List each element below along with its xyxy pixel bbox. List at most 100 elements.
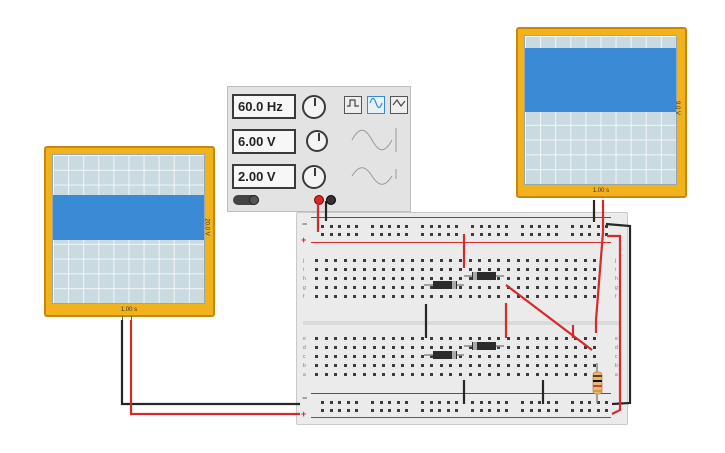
breadboard-hole[interactable] (468, 337, 472, 340)
breadboard-hole[interactable] (329, 409, 333, 412)
breadboard-hole[interactable] (382, 259, 386, 262)
breadboard-hole[interactable] (571, 409, 574, 412)
breadboard-hole[interactable] (363, 295, 366, 298)
breadboard-hole[interactable] (455, 225, 459, 228)
breadboard-hole[interactable] (593, 337, 597, 340)
breadboard-hole[interactable] (363, 346, 366, 349)
breadboard-hole[interactable] (372, 373, 376, 376)
breadboard-hole[interactable] (334, 346, 338, 349)
breadboard-hole[interactable] (388, 401, 392, 404)
breadboard-hole[interactable] (411, 295, 414, 298)
breadboard-hole[interactable] (421, 409, 424, 412)
breadboard-hole[interactable] (391, 355, 395, 358)
breadboard-hole[interactable] (516, 259, 520, 262)
breadboard-hole[interactable] (516, 295, 520, 298)
breadboard-hole[interactable] (546, 401, 550, 404)
breadboard-hole[interactable] (455, 401, 459, 404)
breadboard-hole[interactable] (555, 268, 558, 271)
breadboard-hole[interactable] (468, 259, 472, 262)
breadboard-hole[interactable] (388, 409, 392, 412)
breadboard-hole[interactable] (479, 225, 483, 228)
breadboard-hole[interactable] (605, 225, 609, 228)
breadboard-hole[interactable] (379, 409, 383, 412)
breadboard-hole[interactable] (363, 286, 366, 289)
breadboard-hole[interactable] (496, 401, 500, 404)
breadboard-hole[interactable] (459, 295, 462, 298)
breadboard-hole[interactable] (338, 225, 342, 228)
breadboard-hole[interactable] (571, 225, 574, 228)
breadboard-hole[interactable] (372, 364, 376, 367)
breadboard-hole[interactable] (479, 409, 483, 412)
breadboard-hole[interactable] (545, 295, 549, 298)
breadboard-hole[interactable] (583, 277, 587, 280)
breadboard-hole[interactable] (471, 401, 474, 404)
breadboard-hole[interactable] (555, 346, 558, 349)
breadboard-hole[interactable] (535, 355, 539, 358)
breadboard-hole[interactable] (526, 373, 530, 376)
breadboard-hole[interactable] (343, 277, 347, 280)
breadboard-hole[interactable] (478, 286, 482, 289)
breadboard-hole[interactable] (564, 337, 568, 340)
breadboard-hole[interactable] (459, 346, 462, 349)
breadboard-hole[interactable] (507, 268, 510, 271)
breadboard-hole[interactable] (321, 401, 324, 404)
breadboard-hole[interactable] (446, 401, 450, 404)
frequency-knob[interactable] (302, 95, 326, 119)
breadboard-hole[interactable] (421, 233, 424, 236)
breadboard-hole[interactable] (555, 401, 559, 404)
breadboard-hole[interactable] (401, 337, 405, 340)
breadboard-hole[interactable] (546, 233, 550, 236)
breadboard-hole[interactable] (363, 337, 366, 340)
breadboard-hole[interactable] (588, 225, 592, 228)
breadboard-hole[interactable] (516, 268, 520, 271)
breadboard-hole[interactable] (315, 259, 318, 262)
breadboard-hole[interactable] (529, 401, 533, 404)
breadboard-hole[interactable] (321, 233, 324, 236)
breadboard-hole[interactable] (488, 401, 492, 404)
breadboard-hole[interactable] (449, 259, 453, 262)
breadboard-hole[interactable] (593, 259, 597, 262)
breadboard-hole[interactable] (555, 295, 558, 298)
breadboard-hole[interactable] (334, 268, 338, 271)
breadboard-hole[interactable] (574, 268, 578, 271)
breadboard-hole[interactable] (372, 295, 376, 298)
breadboard-hole[interactable] (343, 355, 347, 358)
breadboard-hole[interactable] (429, 409, 433, 412)
breadboard-hole[interactable] (438, 409, 442, 412)
breadboard-hole[interactable] (487, 364, 491, 367)
breadboard-hole[interactable] (596, 409, 600, 412)
breadboard-hole[interactable] (478, 268, 482, 271)
power-switch[interactable] (233, 195, 259, 205)
breadboard-hole[interactable] (430, 373, 434, 376)
breadboard-hole[interactable] (545, 277, 549, 280)
breadboard-hole[interactable] (526, 268, 530, 271)
breadboard-hole[interactable] (546, 409, 550, 412)
breadboard-hole[interactable] (526, 277, 530, 280)
breadboard-hole[interactable] (438, 401, 442, 404)
breadboard-hole[interactable] (439, 277, 443, 280)
breadboard-hole[interactable] (545, 346, 549, 349)
breadboard-hole[interactable] (593, 268, 597, 271)
sine-wave-button[interactable] (367, 96, 385, 114)
breadboard-hole[interactable] (545, 337, 549, 340)
breadboard-hole[interactable] (535, 364, 539, 367)
breadboard-hole[interactable] (363, 277, 366, 280)
breadboard-hole[interactable] (535, 337, 539, 340)
triangle-wave-button[interactable] (390, 96, 408, 114)
breadboard-hole[interactable] (421, 225, 424, 228)
breadboard-hole[interactable] (507, 373, 510, 376)
breadboard-hole[interactable] (579, 233, 583, 236)
breadboard-hole[interactable] (343, 295, 347, 298)
breadboard-hole[interactable] (478, 259, 482, 262)
breadboard-hole[interactable] (324, 286, 328, 289)
breadboard-hole[interactable] (396, 233, 400, 236)
breadboard-hole[interactable] (459, 259, 462, 262)
breadboard-hole[interactable] (526, 295, 530, 298)
breadboard-hole[interactable] (579, 409, 583, 412)
breadboard-hole[interactable] (438, 225, 442, 228)
breadboard-hole[interactable] (579, 225, 583, 228)
breadboard-hole[interactable] (593, 346, 597, 349)
breadboard-hole[interactable] (471, 233, 474, 236)
breadboard-hole[interactable] (497, 373, 501, 376)
breadboard-hole[interactable] (468, 355, 472, 358)
